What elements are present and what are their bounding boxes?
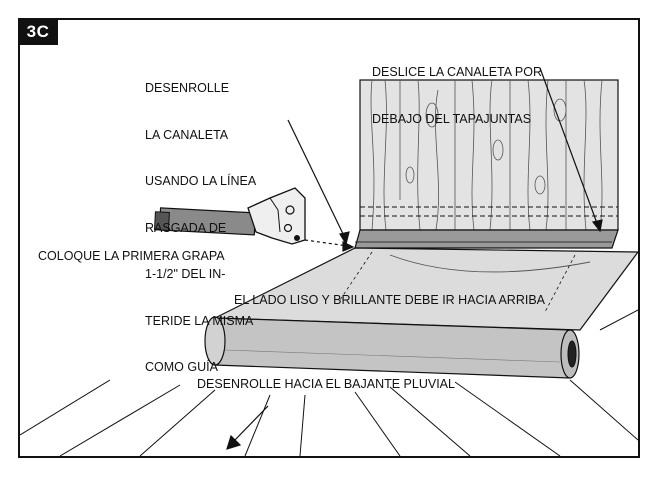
deck-boards	[20, 309, 638, 456]
unroll-guide-line: TERIDE LA MISMA	[145, 313, 254, 328]
unroll-guide-label: DESENROLLE LA CANALETA USANDO LA LÍNEA R…	[145, 50, 256, 391]
stapler-icon	[153, 187, 306, 245]
gutter-membrane	[214, 247, 638, 331]
slide-under-line: DEBAJO DEL TAPAJUNTAS	[372, 111, 532, 126]
unroll-guide-line: USANDO LA LÍNEA	[145, 174, 257, 188]
slide-under-label: DESLICE LA CANALETA POR DEBAJO DEL TAPAJ…	[372, 34, 542, 143]
unroll-guide-line: DESENROLLE	[145, 81, 230, 95]
unroll-guide-line: 1-1/2" DEL IN-	[145, 267, 226, 281]
membrane-roll	[204, 316, 580, 379]
step-badge: 3C	[18, 18, 58, 45]
leader-lines	[226, 67, 603, 450]
smooth-side-label: EL LADO LISO Y BRILLANTE DEBE IR HACIA A…	[234, 293, 546, 307]
unroll-direction-label: DESENROLLE HACIA EL BAJANTE PLUVIAL	[197, 377, 455, 391]
unroll-guide-line: COMO GUÍA	[145, 360, 218, 374]
unroll-guide-line: LA CANALETA	[145, 127, 229, 142]
slide-under-line: DESLICE LA CANALETA POR	[372, 65, 542, 79]
wall-siding	[359, 79, 619, 231]
flashing-strip	[354, 229, 619, 249]
unroll-guide-line: RASGADA DE	[145, 220, 227, 235]
first-staple-label: COLOQUE LA PRIMERA GRAPA	[38, 249, 225, 263]
